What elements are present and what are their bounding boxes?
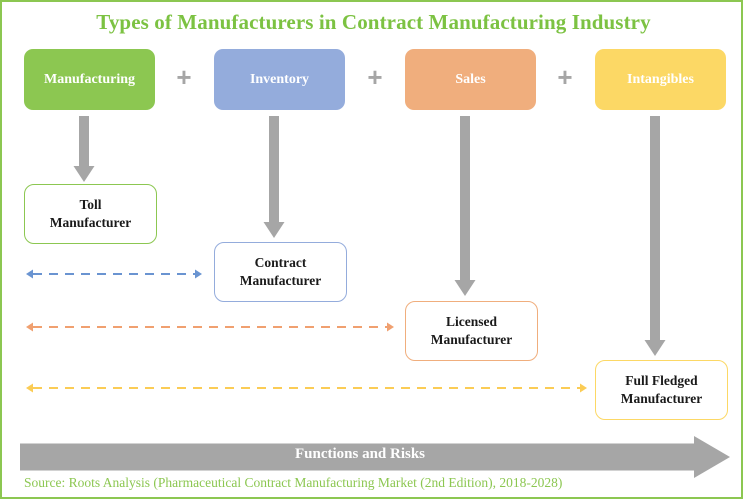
category-box-label: Inventory: [249, 71, 310, 87]
category-box-intangibles[interactable]: Intangibles: [595, 49, 726, 110]
category-box-manufacturing[interactable]: Manufacturing: [24, 49, 155, 110]
category-box-sales[interactable]: Sales: [405, 49, 536, 110]
result-box-line1: Contract: [254, 254, 307, 270]
down-arrow-icon: [73, 116, 95, 182]
result-box-line2: Manufacturer: [239, 273, 322, 288]
result-box-label: Licensed Manufacturer: [431, 313, 512, 349]
category-box-label: Manufacturing: [44, 71, 135, 87]
result-box-label: Full Fledged Manufacturer: [621, 372, 702, 408]
source-caption: Source: Roots Analysis (Pharmaceutical C…: [24, 475, 563, 490]
result-box-line2: Manufacturer: [430, 332, 513, 347]
result-box-line1: Toll: [79, 196, 102, 212]
result-box-licensed-manufacturer[interactable]: Licensed Manufacturer: [405, 301, 538, 361]
functions-and-risks-arrow: [20, 436, 730, 478]
plus-icon: +: [176, 61, 192, 92]
category-box-label: Sales: [455, 71, 486, 87]
down-arrow-icon: [644, 116, 666, 356]
result-box-label: Contract Manufacturer: [240, 254, 321, 290]
down-arrow-icon: [454, 116, 476, 296]
result-box-contract-manufacturer[interactable]: Contract Manufacturer: [214, 242, 347, 302]
plus-icon: +: [557, 61, 573, 92]
dashed-double-arrow-icon: [24, 320, 396, 334]
result-box-full-fledged-manufacturer[interactable]: Full Fledged Manufacturer: [595, 360, 728, 420]
dashed-double-arrow-icon: [24, 381, 589, 395]
page-title: Types of Manufacturers in Contract Manuf…: [96, 10, 651, 34]
plus-icon: +: [367, 61, 383, 92]
down-arrow-icon: [263, 116, 285, 238]
result-box-label: Toll Manufacturer: [50, 196, 131, 232]
result-box-toll-manufacturer[interactable]: Toll Manufacturer: [24, 184, 157, 244]
result-box-line1: Full Fledged: [625, 372, 698, 388]
result-box-line2: Manufacturer: [620, 391, 703, 406]
result-box-line1: Licensed: [445, 313, 497, 329]
category-box-inventory[interactable]: Inventory: [214, 49, 345, 110]
dashed-double-arrow-icon: [24, 267, 204, 281]
category-box-label: Intangibles: [627, 71, 694, 87]
result-box-line2: Manufacturer: [49, 215, 132, 230]
